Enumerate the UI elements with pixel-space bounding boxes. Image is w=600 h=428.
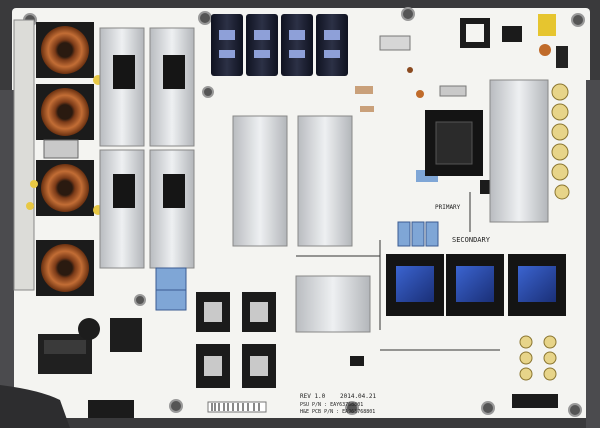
toroidal-chokes (36, 22, 94, 296)
right-rail (586, 80, 600, 428)
barcode (211, 403, 260, 411)
input-bracket (13, 19, 35, 291)
film-cap-2 (155, 289, 187, 311)
fan-connector (88, 400, 134, 418)
output-terminals (519, 335, 557, 381)
bridge-rectifier (110, 318, 142, 352)
heatsinks-left (99, 27, 195, 269)
bulk-capacitors (211, 14, 348, 76)
wire-bundle (0, 385, 70, 428)
output-transformers (386, 254, 566, 316)
left-rail (0, 90, 14, 420)
psu-pn-label: PSU P/N : EAY63768801 (300, 402, 363, 408)
rev-label: REV 1.0 (300, 393, 326, 400)
secondary-label: SECONDARY (452, 236, 491, 244)
barcode-sticker (207, 401, 267, 413)
inductor-small (78, 318, 100, 340)
pcb-pn-label: H&E PCB P/N : EAJ63768801 (300, 409, 375, 415)
heatsink-secondary (489, 79, 549, 223)
relay-grey (43, 139, 79, 159)
main-transformer (425, 110, 483, 176)
output-connector (512, 394, 558, 408)
film-cap-1 (155, 267, 187, 291)
input-connector (38, 334, 92, 374)
heatsinks-center (232, 115, 371, 333)
blue-film-caps (397, 221, 439, 247)
output-capacitors (551, 83, 570, 200)
silkscreen-lines (296, 192, 500, 351)
primary-label: PRIMARY (435, 204, 461, 211)
date-label: 2014.04.21 (340, 393, 377, 400)
